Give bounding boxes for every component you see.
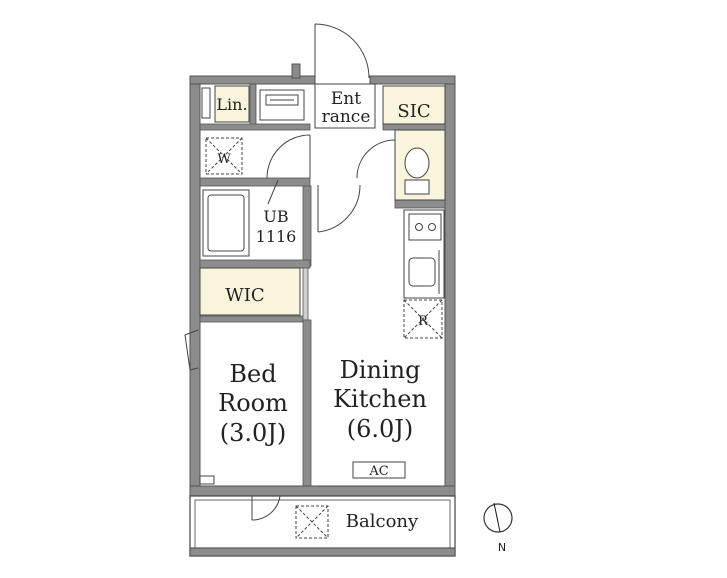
washer-label: W xyxy=(217,152,231,167)
interior-walls xyxy=(199,83,446,487)
balcony-label: Balcony xyxy=(346,511,419,532)
refrigerator-label: R xyxy=(418,314,429,329)
north-label: N xyxy=(498,541,506,554)
unit-bath-label-2: 1116 xyxy=(256,227,297,246)
ac-label: AC xyxy=(368,464,388,479)
bedroom-vent xyxy=(199,475,215,485)
toilet xyxy=(404,147,430,195)
dining-label-1: Dining xyxy=(340,356,421,384)
dining-label-2: Kitchen xyxy=(333,385,427,413)
sic-closet xyxy=(382,85,446,125)
refrigerator-space xyxy=(403,299,443,339)
bedroom-label-1: Bed xyxy=(229,360,276,388)
ub-leader xyxy=(267,179,279,205)
wic-closet xyxy=(199,267,301,316)
linen-label: Lin. xyxy=(216,95,247,114)
entrance-label-1: Ent xyxy=(331,89,361,109)
doors xyxy=(184,23,396,521)
bedroom-label-3: (3.0J) xyxy=(220,419,287,447)
linen-closet xyxy=(214,85,250,123)
north-compass-icon xyxy=(483,502,513,533)
entrance-label-2: rance xyxy=(322,107,371,127)
entrance-floor xyxy=(314,83,376,129)
wash-basin-left xyxy=(201,87,211,119)
dining-label-3: (6.0J) xyxy=(347,415,414,443)
balcony-drain xyxy=(295,505,329,539)
wic-label: WIC xyxy=(225,285,264,306)
sic-label: SIC xyxy=(397,101,430,122)
unit-bath-label-1: UB xyxy=(263,207,288,226)
ac-unit xyxy=(352,461,406,479)
bedroom-label-2: Room xyxy=(218,389,288,417)
kitchen-counter xyxy=(403,209,445,299)
wash-basin xyxy=(259,89,305,121)
bathtub xyxy=(202,189,250,257)
balcony xyxy=(189,495,456,557)
washer-space xyxy=(205,137,243,175)
